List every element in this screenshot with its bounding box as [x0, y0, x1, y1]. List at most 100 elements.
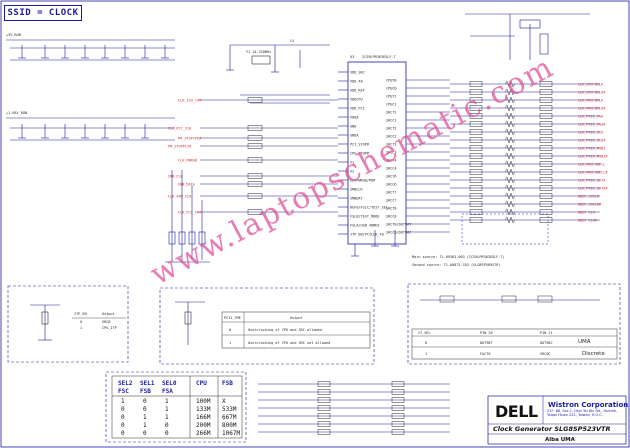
- chip-left-pin-label: PCI_STOP#: [350, 143, 370, 147]
- right-net-label: DREF_SSCLK#: [578, 203, 602, 207]
- chip-right-pin-label: SRCT0/DOT96T: [386, 223, 412, 227]
- series-resistor: [469, 209, 483, 215]
- uma-row-0-p21: DOT96C: [540, 341, 553, 345]
- right-net-label: CLK_CPU_BCLK: [578, 83, 604, 87]
- fsb-cell: 1067M: [222, 430, 240, 437]
- series-resistor: [469, 121, 483, 127]
- series-resistor: [539, 81, 553, 87]
- chip-part: ICS9LPR363EGLF-T: [362, 55, 397, 59]
- chip-right-pin-label: SRCC8: [386, 215, 397, 219]
- chip-left-pin-label: VDDCPU: [350, 98, 363, 102]
- output-termination: CLK_CPU_BCLK CLK_CPU_BCLK# CLK_MCH_BCLK CLK…: [450, 80, 608, 224]
- series-resistor: [247, 193, 263, 199]
- right-net-label: CLK_PCIE_VGA#: [578, 123, 606, 127]
- chip-left-pin-label: VDD_48: [350, 80, 363, 84]
- left-net-label: SMB_CLK: [168, 175, 184, 179]
- fsb-strap-resistors: [258, 381, 450, 435]
- chip-left-pin-label: FSLA/USB_48MHZ: [350, 224, 380, 228]
- chip-right-pin-label: SRCT8: [386, 207, 397, 211]
- series-resistor: [539, 153, 553, 159]
- chip-right-pin-label: SRCC7: [386, 199, 397, 203]
- src8-box: [461, 213, 549, 245]
- chip-right-pin-label: SRCC3: [386, 151, 397, 155]
- term-resistor: [504, 208, 516, 216]
- chip-left-pin-label: X2: [350, 170, 354, 174]
- chip-right-pin-label: SRCT3: [386, 143, 397, 147]
- term-resistor: [504, 176, 516, 184]
- chip-left-pin-label: CLKPWRGD/PD#: [350, 179, 376, 183]
- right-net-label: CLK_PCIE_MINI#: [578, 155, 608, 159]
- note-second-source: Second source: 71.00875.C03 (SLG8SP585VT…: [412, 263, 501, 267]
- right-net-label: CLK_PCIE_SATA#: [578, 187, 608, 191]
- chip-left-pin-label: SMBDAT: [350, 197, 364, 201]
- left-net-label: CLK_48M_ICH: [168, 195, 191, 199]
- uma-row-1-p20: FACT0: [480, 352, 491, 356]
- fsb-header: CPU: [196, 380, 207, 387]
- right-net-label: CLK_PCIE_MINI: [578, 147, 605, 151]
- fsb-cell: X: [222, 398, 226, 405]
- series-resistor: [469, 145, 483, 151]
- series-resistor: [539, 97, 553, 103]
- series-resistor: [539, 177, 553, 183]
- left-net-label: SMB_DATA: [178, 183, 196, 187]
- chip-left-pin-label: VDDA: [350, 116, 359, 120]
- sheet-ssid-title: SSID = CLOCK: [4, 5, 82, 21]
- uma-row-1-sel: 1: [425, 352, 427, 356]
- term-resistor: [504, 168, 516, 176]
- strap-resistor: [317, 389, 331, 395]
- strap-resistor: [317, 413, 331, 419]
- dell-logo: DELL: [495, 402, 538, 421]
- uma-label-discrete: Discrete: [582, 351, 605, 357]
- term-resistor: [504, 128, 516, 136]
- chip-right-pin-label: CPUC0: [386, 87, 397, 91]
- note-main-source: Main source: 71.09363.003 (ICS9LPR363EGL…: [412, 255, 505, 259]
- series-resistor: [539, 185, 553, 191]
- series-resistor: [469, 105, 483, 111]
- right-net-label: CLK_CPU_BCLK#: [578, 91, 606, 95]
- fsb-cell: 533M: [222, 406, 237, 413]
- series-resistor: [539, 161, 553, 167]
- series-resistor: [247, 135, 263, 141]
- fsb-cell: 100M: [196, 398, 211, 405]
- fsb-cell: 667M: [222, 414, 237, 421]
- chip-left-pin-label: VDD_PCI: [350, 107, 365, 111]
- series-resistor: [539, 121, 553, 127]
- chip-ref: U3: [350, 55, 354, 59]
- company-address-wrap: 21F, 88, Sec.1, Hsin Tai Wu Rd., Hsichih…: [547, 409, 617, 417]
- uma-header-1: PIN 20: [480, 331, 493, 335]
- series-resistor: [539, 209, 553, 215]
- inductor-label: L5: [290, 39, 294, 43]
- uma-row-1-p21: SRC0C: [540, 352, 551, 356]
- right-net-label: CLK_MCH_BCLK: [578, 99, 604, 103]
- fsb-cell: 0: [143, 430, 147, 437]
- term-resistor: [504, 112, 516, 120]
- term-resistor: [504, 152, 516, 160]
- left-net-label: CLK_ICH_14M: [178, 99, 201, 103]
- series-resistor: [469, 193, 483, 199]
- right-net-label: DREF_CLK: [578, 211, 596, 215]
- rail-label-1v05: +1.05V_RUN: [6, 111, 27, 115]
- term-resistor: [504, 104, 516, 112]
- strap-resistor: [391, 389, 405, 395]
- strap-resistor: [317, 405, 331, 411]
- series-resistor: [539, 145, 553, 151]
- series-resistor: [539, 129, 553, 135]
- series-resistor: [247, 125, 263, 131]
- fsb-cell: 0: [121, 406, 125, 413]
- uma-block: [407, 283, 621, 365]
- series-resistor: [469, 129, 483, 135]
- chip-right-pin-label: SRCC2: [386, 135, 397, 139]
- strap-resistor: [317, 397, 331, 403]
- chip-left-pin-label: VDD_SRC: [350, 71, 365, 75]
- series-resistor: [469, 97, 483, 103]
- itp-header-1: Output: [102, 312, 115, 316]
- itp-row-0-out: SRC8: [102, 320, 110, 324]
- fsb-cell: 0: [121, 422, 125, 429]
- crystal-label: Y1 14.318MHz: [246, 50, 271, 54]
- chip-left-pin-label: X1: [350, 161, 354, 165]
- series-resistor: [469, 169, 483, 175]
- series-resistor: [469, 177, 483, 183]
- uma-header-0: 27_SEL: [418, 331, 431, 335]
- pci-sel-block: [159, 287, 375, 365]
- term-resistor: [504, 136, 516, 144]
